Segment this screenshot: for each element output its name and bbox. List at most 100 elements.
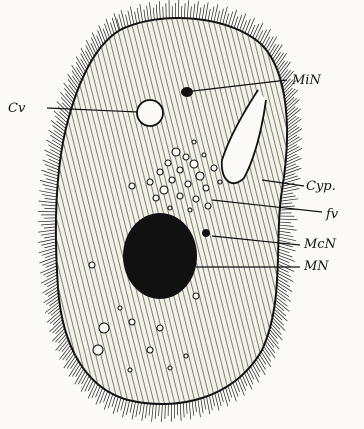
cilium [98, 30, 104, 44]
label-mcn: McN [303, 237, 337, 252]
cilium [62, 103, 70, 112]
food-vacuole [157, 169, 163, 175]
cilium [136, 402, 139, 417]
cilium [57, 121, 66, 129]
macronucleus [123, 213, 197, 299]
cilium [152, 404, 154, 422]
cilium [234, 17, 238, 28]
cilium [240, 13, 246, 30]
label-min: MiN [291, 73, 321, 88]
cilium [249, 369, 254, 380]
cilium [267, 338, 274, 348]
food-vacuole [118, 306, 122, 310]
cilium [286, 156, 300, 162]
cilium [92, 384, 98, 398]
micronucleus [181, 87, 193, 97]
cilium [206, 396, 209, 414]
cilium [156, 4, 157, 19]
cilium [279, 225, 294, 226]
cilium [283, 178, 300, 183]
food-vacuole [165, 160, 171, 166]
cilium [254, 362, 260, 372]
cilium [139, 403, 141, 415]
cilium [240, 377, 246, 391]
cilium [280, 206, 295, 207]
food-vacuole [153, 195, 159, 201]
cilium [100, 390, 105, 404]
cilium [96, 388, 103, 405]
cilium [218, 392, 222, 407]
food-vacuole [184, 354, 188, 358]
cilium [65, 94, 73, 103]
label-cyp: Cyp. [306, 179, 336, 194]
cilium [48, 290, 58, 297]
cilium [53, 317, 62, 325]
cilium [161, 404, 162, 422]
cilium [281, 196, 296, 198]
cilium [190, 6, 191, 18]
cilium [277, 61, 284, 71]
cilium [184, 3, 185, 18]
cilium [192, 401, 194, 416]
contractile-vacuole [137, 100, 163, 126]
cilium [287, 145, 297, 151]
cilium [244, 373, 252, 389]
food-vacuole [202, 153, 206, 157]
cilium [211, 7, 214, 22]
cilium [220, 9, 224, 24]
cilium [59, 112, 68, 120]
cilium [137, 8, 139, 23]
cilium [205, 2, 208, 20]
cilium [82, 373, 88, 384]
cilium [178, 0, 179, 18]
cilium [286, 107, 295, 115]
cilium [72, 364, 80, 377]
cilium [39, 257, 56, 263]
food-vacuole [185, 181, 191, 187]
cilium [202, 5, 204, 20]
cilium [49, 319, 62, 331]
cilium [76, 67, 83, 77]
cilium [165, 404, 166, 419]
cilium [220, 390, 223, 402]
cilium [130, 401, 132, 413]
cilium [280, 70, 287, 79]
cilium [231, 10, 236, 27]
food-vacuole [128, 368, 132, 372]
food-vacuole [99, 323, 109, 333]
cilium [128, 11, 131, 26]
cilium [45, 164, 59, 170]
cilium [286, 146, 299, 153]
cilium [285, 166, 299, 171]
food-vacuole [193, 293, 199, 299]
cilium [252, 364, 259, 377]
cilium [277, 279, 290, 287]
cilium [183, 402, 184, 417]
cilium [104, 24, 109, 38]
label-cv: Cv [8, 101, 26, 116]
cilium [81, 59, 87, 69]
cilium [279, 62, 290, 76]
cilium [275, 303, 284, 311]
cilium [276, 294, 286, 301]
label-mn: MN [303, 259, 329, 274]
cilium [44, 245, 56, 248]
cilium [132, 402, 135, 420]
cilium [91, 43, 96, 54]
cilium [282, 186, 297, 189]
cilium [46, 272, 57, 277]
cilium [55, 325, 63, 334]
cilium [278, 246, 295, 251]
cilium [153, 8, 154, 20]
cilium [50, 135, 63, 143]
food-vacuole [196, 172, 204, 180]
cilium [277, 276, 287, 282]
cilium [281, 193, 293, 195]
cilium [180, 403, 181, 421]
cilium [44, 278, 57, 285]
cilium [279, 231, 291, 233]
cilium [198, 399, 201, 417]
cilium [144, 9, 146, 21]
cilium [44, 208, 56, 209]
food-vacuole [203, 185, 209, 191]
